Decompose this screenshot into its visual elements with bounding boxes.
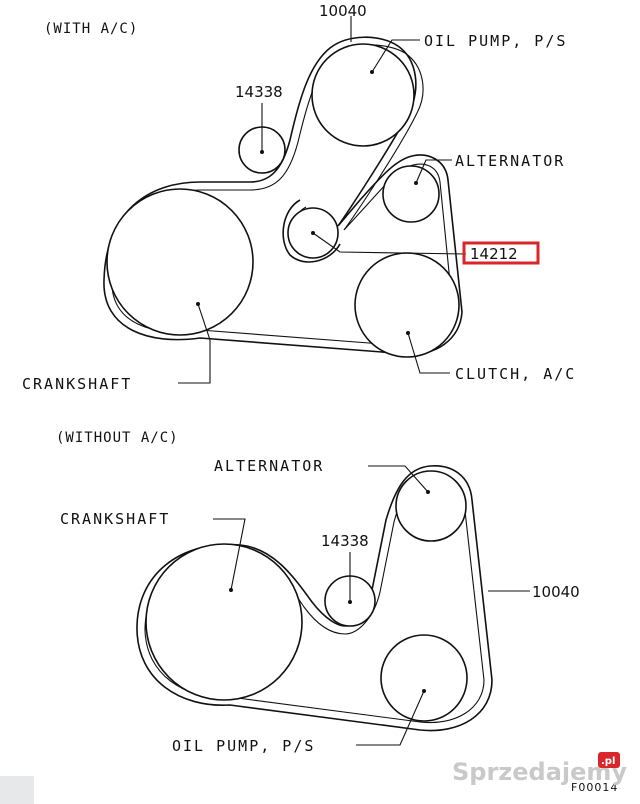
- without-ac-label-oil-pump: OIL PUMP, P/S: [172, 737, 315, 755]
- without-ac-oil-pump-pulley: [380, 634, 468, 722]
- with-ac-label-clutch: CLUTCH, A/C: [455, 365, 576, 383]
- figure-code: F00014: [571, 781, 618, 794]
- with-ac-leader-alternator: [415, 159, 452, 184]
- with-ac-alternator-pulley: [382, 165, 440, 223]
- with-ac-label-crankshaft: CRANKSHAFT: [22, 375, 132, 393]
- with-ac-leader-crankshaft: [178, 303, 211, 384]
- with-ac-diagram: (WITH A/C) 10040 OIL PUMP, P/S 14338 AL: [22, 2, 576, 393]
- tensioner-highlight-box: [462, 241, 540, 265]
- without-ac-label-alternator: ALTERNATOR: [214, 457, 324, 475]
- without-ac-leader-alternator: [368, 465, 429, 493]
- without-ac-label-belt: 10040: [532, 583, 580, 601]
- with-ac-label-idler: 14338: [235, 83, 283, 101]
- corner-tab: [0, 776, 34, 804]
- without-ac-diagram: (WITHOUT A/C) ALTERNATOR CRANKSHAFT 1433…: [56, 430, 580, 755]
- watermark-badge-text: .pl: [601, 756, 615, 767]
- with-ac-leader-clutch: [407, 332, 450, 374]
- without-ac-leader-crankshaft: [213, 518, 246, 591]
- without-ac-belt-outer: [136, 465, 493, 732]
- without-ac-leader-oil-pump: [356, 690, 425, 746]
- with-ac-crankshaft-pulley: [106, 188, 254, 336]
- watermark: Sprzedajemy .pl: [452, 752, 627, 786]
- without-ac-header: (WITHOUT A/C): [56, 430, 179, 446]
- with-ac-label-alternator: ALTERNATOR: [455, 152, 565, 170]
- watermark-badge: [598, 752, 620, 768]
- with-ac-leader-tensioner: [312, 232, 467, 255]
- with-ac-label-belt: 10040: [319, 2, 367, 20]
- with-ac-clutch-pulley: [354, 252, 460, 358]
- with-ac-leader-oil-pump: [371, 39, 420, 73]
- with-ac-belt-outer: [103, 36, 463, 355]
- with-ac-header: (WITH A/C): [44, 21, 138, 37]
- with-ac-label-oil-pump: OIL PUMP, P/S: [424, 32, 567, 50]
- with-ac-tensioner-loop: [282, 199, 341, 263]
- without-ac-alternator-pulley: [395, 470, 467, 542]
- without-ac-label-idler: 14338: [321, 532, 369, 550]
- without-ac-crankshaft-pulley: [145, 543, 303, 701]
- with-ac-label-tensioner: 14212: [470, 245, 518, 263]
- without-ac-label-crankshaft: CRANKSHAFT: [60, 510, 170, 528]
- with-ac-oil-pump-pulley: [311, 43, 415, 147]
